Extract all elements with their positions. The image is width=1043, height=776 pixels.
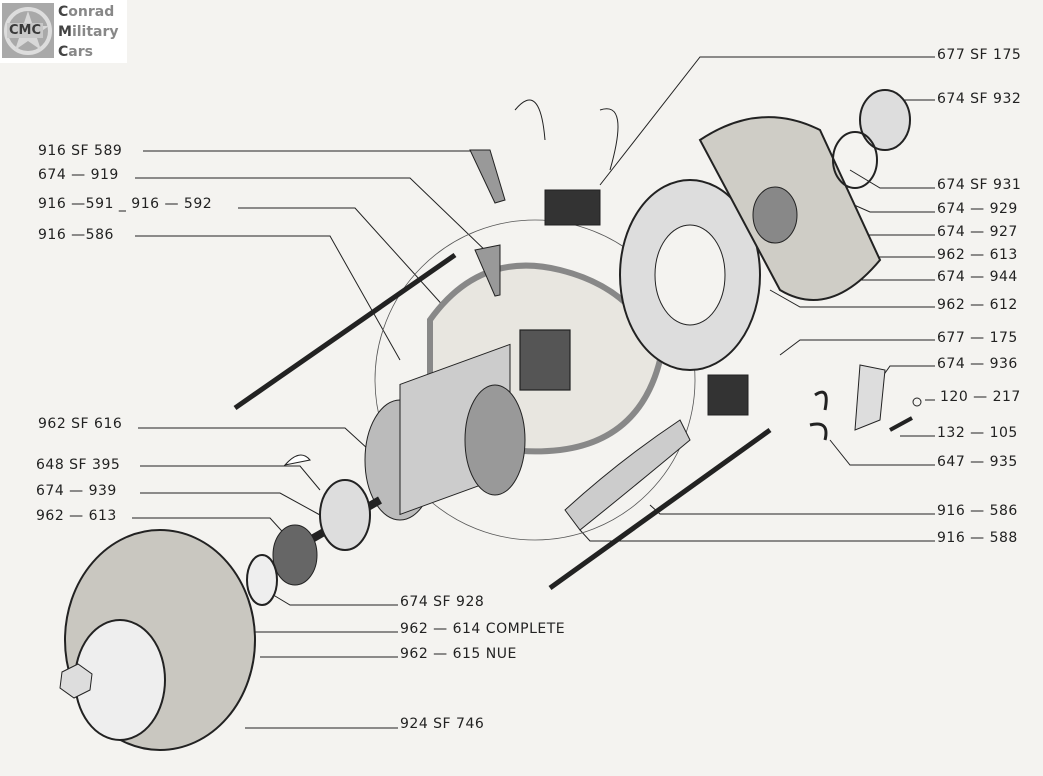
part-label: 962 — 615 NUE — [400, 646, 517, 662]
part-label: 674 — 929 — [937, 201, 1018, 217]
part-label: 962 — 613 — [937, 247, 1018, 263]
drive-end-housing-icon — [59, 479, 371, 751]
logo-initial: C — [58, 4, 69, 20]
cover-band-icon — [698, 116, 882, 301]
part-label: 132 — 105 — [937, 425, 1018, 441]
pole-shoe-icon — [564, 419, 691, 531]
logo-initial: C — [58, 44, 69, 60]
part-label: 674 — 919 — [38, 167, 119, 183]
logo-word: onrad — [68, 4, 115, 20]
part-label: 674 SF 931 — [937, 177, 1022, 193]
logo-badge-text: CMC — [7, 23, 44, 38]
part-label: 674 — 939 — [36, 483, 117, 499]
part-label: 120 — 217 — [940, 389, 1021, 405]
part-label: 962 — 614 COMPLETE — [400, 621, 566, 637]
part-label: 924 SF 746 — [400, 716, 485, 732]
part-label: 674 SF 928 — [400, 594, 485, 610]
part-label: 674 — 936 — [937, 356, 1018, 372]
part-label: 648 SF 395 — [36, 457, 121, 473]
small-parts-icon — [283, 149, 922, 466]
logo-initial: M — [58, 24, 72, 40]
logo-word: ars — [68, 44, 93, 60]
logo-word: ilitary — [71, 24, 119, 40]
armature-icon — [308, 343, 526, 544]
brush-icon — [514, 99, 749, 416]
part-label: 677 SF 175 — [937, 47, 1022, 63]
bearing-cover-icon — [832, 89, 911, 189]
part-label: 916 —586 — [38, 227, 114, 243]
part-label: 916 SF 589 — [38, 143, 123, 159]
part-label: 674 — 944 — [937, 269, 1018, 285]
end-plate-icon — [619, 179, 761, 371]
part-label: 674 SF 932 — [937, 91, 1022, 107]
long-bolt-icon — [233, 252, 772, 591]
part-label: 916 —591 _ 916 — 592 — [38, 196, 213, 212]
part-label: 916 — 586 — [937, 503, 1018, 519]
leader-lines — [132, 56, 935, 729]
part-label: 962 — 612 — [937, 297, 1018, 313]
part-label: 674 — 927 — [937, 224, 1018, 240]
part-label: 677 — 175 — [937, 330, 1018, 346]
star-badge-icon: CMC — [2, 3, 54, 58]
part-label: 962 — 613 — [36, 508, 117, 524]
part-label: 647 — 935 — [937, 454, 1018, 470]
part-label: 916 — 588 — [937, 530, 1018, 546]
logo: CMC Conrad Military Cars — [0, 0, 127, 63]
part-label: 962 SF 616 — [38, 416, 123, 432]
